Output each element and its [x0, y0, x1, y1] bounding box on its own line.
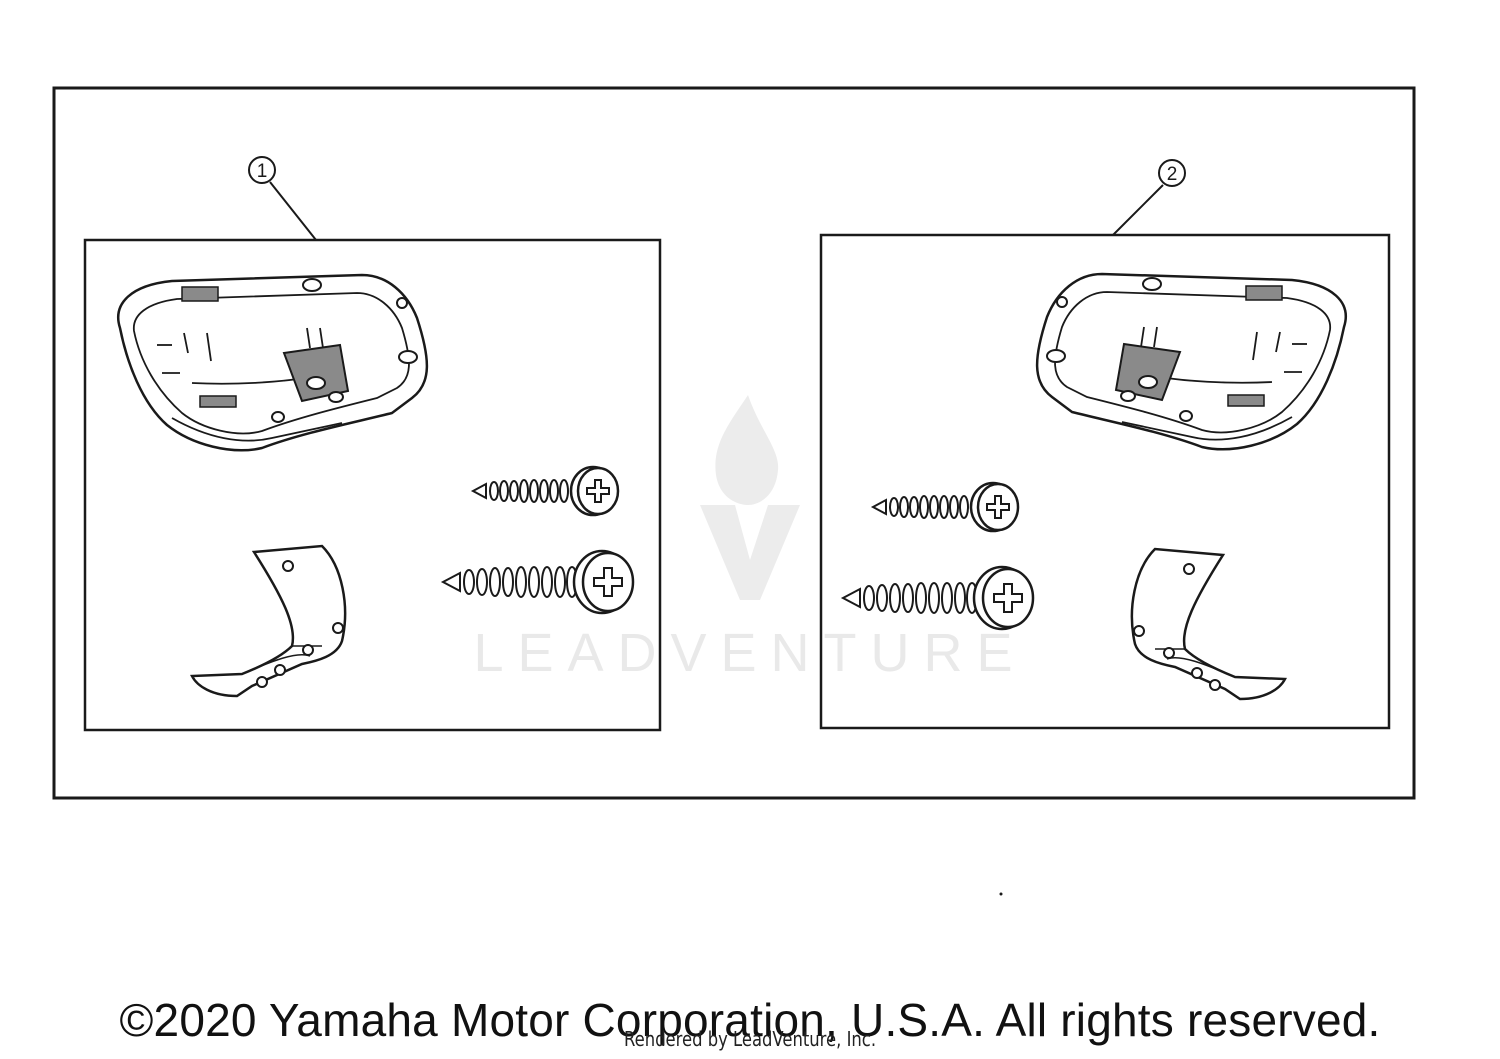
leader-line-1 — [269, 181, 317, 241]
kit-panel-1 — [83, 238, 662, 732]
kit-panel-2 — [819, 233, 1391, 730]
screw-small-left — [471, 465, 620, 517]
rendered-by-credit: Rendered by LeadVenture, Inc. — [623, 1027, 877, 1051]
watermark-text: LEADVENTURE — [473, 623, 1027, 683]
outer-frame — [52, 86, 1416, 800]
callout-2-circle — [1158, 159, 1186, 187]
callout-1-number: 1 — [257, 161, 268, 182]
leader-line-2 — [1112, 184, 1164, 236]
callout-2-number: 2 — [1167, 164, 1178, 185]
side-cover-left — [117, 273, 429, 452]
side-cover-right — [1035, 272, 1347, 451]
screw-large-left — [441, 549, 635, 615]
screw-small-right — [871, 481, 1020, 533]
screw-large-right — [841, 565, 1035, 631]
stray-dot — [999, 892, 1003, 896]
callout-1-circle — [248, 156, 276, 184]
copyright-notice: ©2020 Yamaha Motor Corporation, U.S.A. A… — [119, 994, 1381, 1046]
watermark-logo-icon — [700, 395, 800, 600]
